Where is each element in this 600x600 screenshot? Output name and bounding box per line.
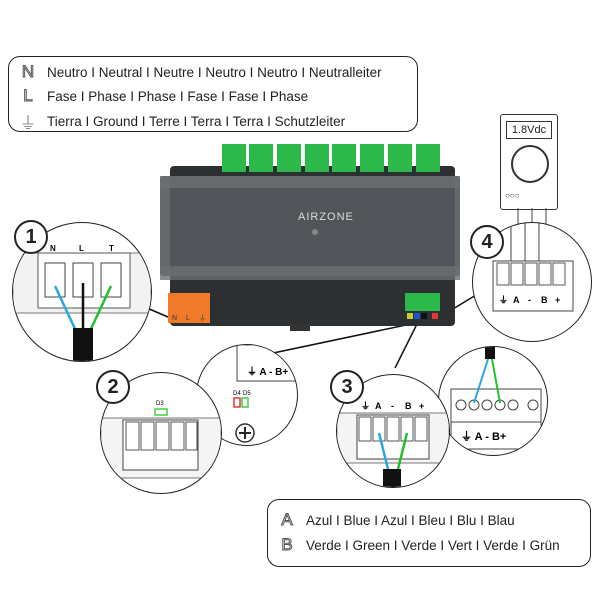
letter-a-icon: A <box>281 510 293 530</box>
step-badge-4: 4 <box>470 225 504 259</box>
power-terminal <box>168 293 210 323</box>
svg-text:D4: D4 <box>233 391 241 397</box>
legend-row-ground: ⏚ Tierra I Ground I Terre I Terra I Terr… <box>17 109 346 134</box>
svg-text:B: B <box>405 401 412 411</box>
legend-text: Azul I Blue I Azul I Bleu I Blu I Blau <box>306 512 515 528</box>
multimeter-ports: ○○○ <box>505 191 520 200</box>
ground-icon: ⏚ <box>19 114 37 133</box>
top-terminals <box>222 144 440 172</box>
svg-text:B: B <box>541 295 548 305</box>
svg-text:D5: D5 <box>243 391 251 397</box>
legend-row-a: A Azul I Blue I Azul I Bleu I Blu I Blau <box>276 510 515 530</box>
step-badge-2: 2 <box>96 370 130 404</box>
svg-text:⏚: ⏚ <box>499 295 508 305</box>
svg-text:-: - <box>391 401 394 411</box>
svg-text:-: - <box>528 295 531 305</box>
legend-row-b: B Verde I Green I Verde I Vert I Verde I… <box>276 535 560 555</box>
legend-text: Fase I Phase I Phase I Fase I Fase I Pha… <box>47 88 309 104</box>
legend-bus-wires: A Azul I Blue I Azul I Bleu I Blu I Blau… <box>267 499 591 567</box>
led-d4 <box>233 397 241 408</box>
legend-row-neutral: N Neutro I Neutral I Neutre I Neutro I N… <box>17 62 382 82</box>
device-cover <box>160 176 460 276</box>
step-badge-1: 1 <box>14 220 48 254</box>
multimeter: 1.8Vdc ○○○ <box>500 114 558 210</box>
svg-text:L: L <box>79 244 84 253</box>
svg-text:L: L <box>186 315 190 322</box>
legend-row-phase: L Fase I Phase I Phase I Fase I Fase I P… <box>17 86 308 106</box>
neutral-icon: N <box>21 62 35 82</box>
brand-logo: AIRZONE <box>298 211 354 223</box>
multimeter-dial <box>511 145 549 183</box>
connector-line-3 <box>394 321 419 369</box>
green-wire <box>88 285 113 332</box>
led-d3 <box>154 408 168 416</box>
airzone-controller: AIRZONE N L ⏚ <box>160 144 460 331</box>
svg-text:⏚ A - B+: ⏚ A - B+ <box>461 430 506 443</box>
svg-text:N: N <box>50 244 56 253</box>
svg-text:T: T <box>109 244 114 253</box>
multimeter-display: 1.8Vdc <box>506 121 552 139</box>
svg-text:+: + <box>419 401 424 411</box>
svg-text:A: A <box>375 401 382 411</box>
legend-text: Verde I Green I Verde I Vert I Verde I G… <box>306 537 560 553</box>
svg-text:⏚: ⏚ <box>199 314 206 322</box>
letter-b-icon: B <box>281 535 293 555</box>
detail-4-voltage-check: ⏚ A - B + <box>472 222 592 342</box>
legend-wiring: N Neutro I Neutral I Neutre I Neutro I N… <box>8 56 418 134</box>
svg-text:A: A <box>513 295 520 305</box>
legend-text: Neutro I Neutral I Neutre I Neutro I Neu… <box>47 64 382 80</box>
step-badge-3: 3 <box>330 370 364 404</box>
detail-2-terminal: D3 <box>100 372 222 494</box>
blue-wire <box>53 285 78 332</box>
svg-text:⏚ A - B+: ⏚ A - B+ <box>247 366 288 378</box>
bus-terminal <box>405 293 440 311</box>
svg-text:⏚: ⏚ <box>361 401 370 411</box>
svg-text:N: N <box>172 315 177 322</box>
svg-text:D3: D3 <box>156 401 164 407</box>
svg-text:+: + <box>555 295 560 305</box>
led-d5 <box>241 397 249 408</box>
phase-icon: L <box>23 86 33 106</box>
detail-3-bus-terminal: ⏚ A - B+ <box>438 346 548 456</box>
legend-text: Tierra I Ground I Terre I Terra I Terra … <box>47 114 346 129</box>
cable-sheath <box>73 328 93 361</box>
detail-3-wiring: ⏚ A - B + <box>336 374 450 488</box>
